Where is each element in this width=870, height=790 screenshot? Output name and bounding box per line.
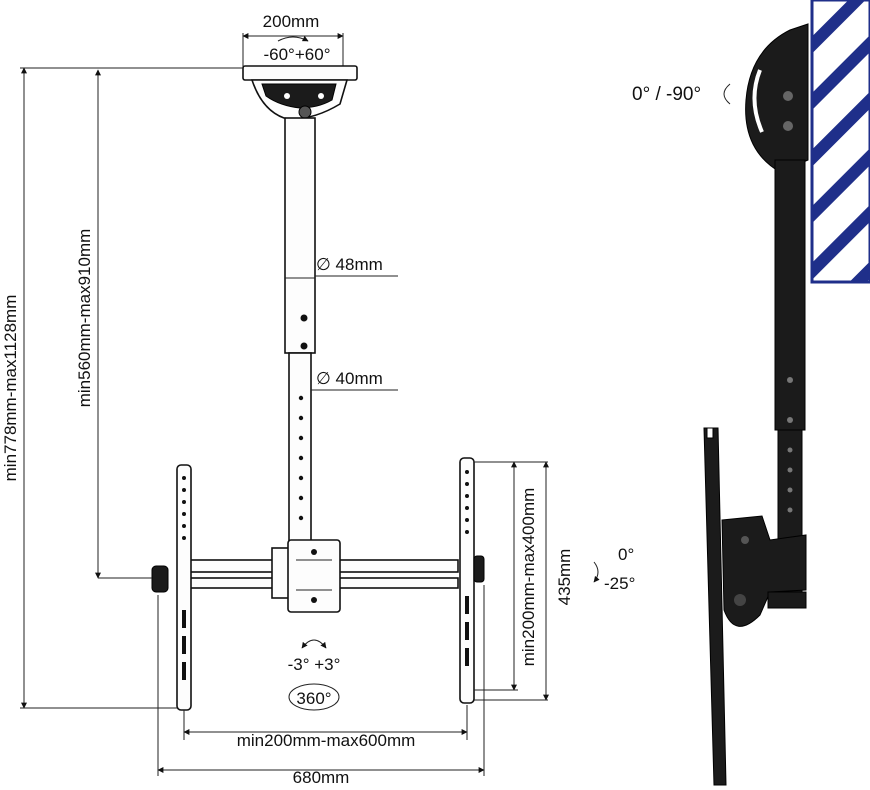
lower-tube [288, 352, 312, 544]
hole-spacing-vertical-dimension: min200mm-max400mm 435mm [474, 461, 574, 701]
lower-tube-diameter-label: ∅ 40mm [316, 369, 383, 388]
front-view: 200mm -60°+60° [1, 12, 635, 787]
ceiling-section [810, 0, 870, 284]
tilt-bottom-label: -25° [604, 574, 635, 593]
hole-spacing-horizontal-label: min200mm-max600mm [237, 731, 416, 750]
plate-width-label: 200mm [263, 12, 320, 31]
side-view: 0° / -90° [632, 0, 870, 786]
upper-tube [284, 117, 316, 354]
plate-rotation-label: -60°+60° [263, 45, 330, 64]
rotation-label: 360° [296, 689, 331, 708]
tilt-indicator: 0° -25° [593, 545, 635, 593]
center-clamp [271, 539, 341, 613]
column-height-label: min560mm-max910mm [75, 229, 94, 408]
overall-width-label: 680mm [293, 768, 350, 787]
total-height-label: min778mm-max1128mm [1, 295, 20, 482]
ceiling-tilt-label: 0° / -90° [632, 84, 701, 105]
swivel-indicator: -3° +3° 360° [288, 639, 341, 711]
side-column [774, 159, 806, 601]
side-vertical-bracket [703, 427, 727, 786]
upper-tube-diameter-label: ∅ 48mm [316, 255, 383, 274]
side-tilt-head [721, 515, 807, 627]
swivel-label: -3° +3° [288, 655, 341, 674]
column-height-dimension: min560mm-max910mm [75, 69, 152, 579]
bracket-height-label: 435mm [555, 549, 574, 606]
tilt-top-label: 0° [618, 545, 634, 564]
side-ceiling-pivot [745, 23, 809, 173]
total-height-dimension: min778mm-max1128mm [1, 67, 243, 709]
hole-spacing-horizontal-dimension: min200mm-max600mm [183, 705, 468, 750]
left-bracket [151, 464, 192, 711]
right-bracket [459, 457, 485, 704]
hole-spacing-vertical-label: min200mm-max400mm [519, 488, 538, 667]
overall-width-dimension: 680mm [157, 585, 485, 787]
plate-width-dimension: 200mm -60°+60° [242, 12, 344, 70]
ceiling-plate [242, 65, 358, 120]
